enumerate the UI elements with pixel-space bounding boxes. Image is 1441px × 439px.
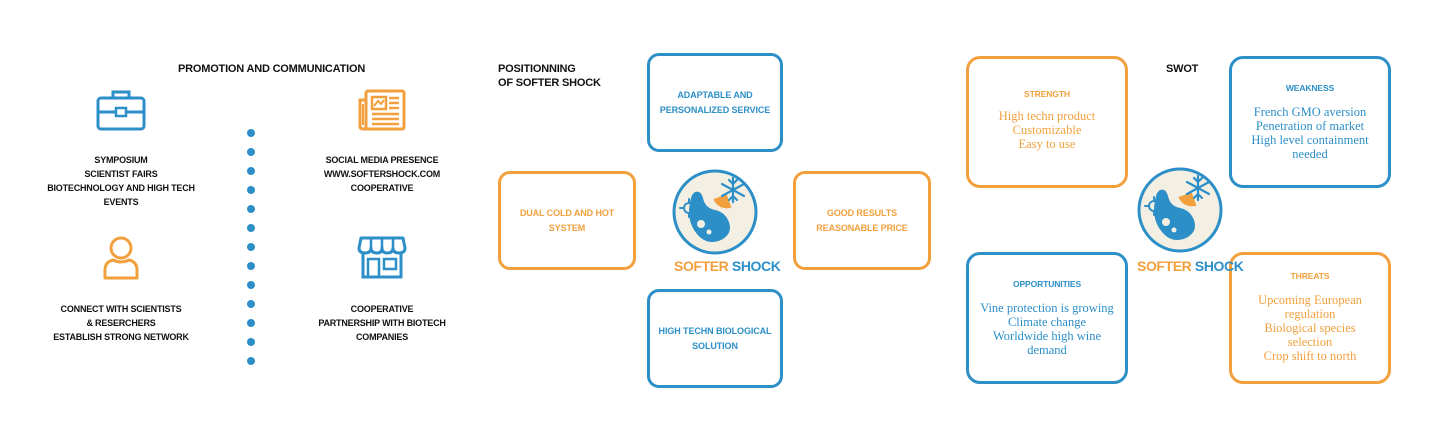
box-line: HIGH TECHN BIOLOGICAL — [658, 325, 772, 336]
swot-line: Vine protection is growing — [980, 301, 1114, 315]
caption-line: BIOTECHNOLOGY AND HIGH TECH EVENTS — [47, 183, 195, 207]
swot-line: High techn product — [998, 109, 1096, 123]
logo-word-shock: SHOCK — [1194, 258, 1244, 274]
swot-title: SWOT — [1166, 63, 1199, 75]
positioning-left-box: DUAL COLD AND HOT SYSTEM — [498, 171, 636, 270]
newspaper-icon — [358, 89, 406, 131]
separator-dot — [247, 338, 255, 346]
caption-line: SYMPOSIUM — [94, 155, 148, 165]
swot-line: Penetration of market — [1255, 119, 1365, 133]
separator-dot — [247, 243, 255, 251]
box-line: ADAPTABLE AND — [677, 89, 753, 100]
separator-dot — [247, 300, 255, 308]
briefcase-icon — [96, 90, 146, 131]
swot-line: Crop shift to north — [1263, 349, 1357, 363]
swot-line: High level containment — [1251, 133, 1369, 147]
swot-opportunities-box: OPPORTUNITIES Vine protection is growing… — [966, 252, 1128, 384]
swot-line: Climate change — [1007, 315, 1087, 329]
swot-line: regulation — [1284, 307, 1336, 321]
promotion-title: PROMOTION AND COMMUNICATION — [178, 63, 366, 75]
caption-line: CONNECT WITH SCIENTISTS — [60, 304, 182, 314]
caption-line: PARTNERSHIP WITH BIOTECH — [318, 318, 446, 328]
box-line: PERSONALIZED SERVICE — [659, 104, 771, 115]
swot-strength-title: STRENGTH — [1024, 89, 1070, 99]
swot-threats-box: THREATS Upcoming European regulation Bio… — [1229, 252, 1391, 384]
separator-dot — [247, 205, 255, 213]
softer-shock-logo-icon — [1137, 167, 1223, 253]
swot-line: needed — [1292, 147, 1328, 161]
swot-strength-box: STRENGTH High techn product Customizable… — [966, 56, 1128, 188]
caption-line: ESTABLISH STRONG NETWORK — [53, 332, 189, 342]
swot-opportunities-body: Vine protection is growing Climate chang… — [969, 301, 1125, 357]
swot-weakness-body: French GMO aversion Penetration of marke… — [1232, 105, 1388, 161]
swot-weakness-box: WEAKNESS French GMO aversion Penetration… — [1229, 56, 1391, 188]
swot-line: Customizable — [1012, 123, 1082, 137]
box-line: SOLUTION — [692, 340, 738, 351]
promotion-item-media: SOCIAL MEDIA PRESENCE WWW.SOFTERSHOCK.CO… — [313, 153, 451, 195]
separator-dot — [247, 167, 255, 175]
swot-line: demand — [1027, 343, 1067, 357]
swot-line: Easy to use — [1018, 137, 1076, 151]
positioning-top-box: ADAPTABLE AND PERSONALIZED SERVICE — [647, 53, 783, 152]
logo-wordmark: SOFTER SHOCK — [1137, 258, 1244, 274]
storefront-icon — [357, 236, 407, 279]
swot-threats-title: THREATS — [1290, 271, 1330, 281]
box-line: DUAL COLD AND HOT SYSTEM — [519, 207, 615, 233]
caption-line: SCIENTIST FAIRS — [84, 169, 158, 179]
separator-dot — [247, 319, 255, 327]
separator-dot — [247, 262, 255, 270]
box-line: REASONABLE PRICE — [816, 222, 908, 233]
caption-line: COMPANIES — [355, 332, 409, 342]
caption-line: SOCIAL MEDIA PRESENCE — [325, 155, 439, 165]
swot-line: Upcoming European — [1258, 293, 1362, 307]
person-icon — [103, 236, 139, 280]
caption-line: COOPERATIVE — [350, 304, 414, 314]
logo-wordmark: SOFTER SHOCK — [674, 258, 781, 274]
positioning-title-line: POSITIONNING — [498, 63, 576, 75]
positioning-right-box: GOOD RESULTS REASONABLE PRICE — [793, 171, 931, 270]
box-line: GOOD RESULTS — [826, 207, 898, 218]
swot-line: French GMO aversion — [1253, 105, 1367, 119]
separator-dot — [247, 148, 255, 156]
logo-word-shock: SHOCK — [731, 258, 781, 274]
separator-dot — [247, 357, 255, 365]
swot-threats-body: Upcoming European regulation Biological … — [1232, 293, 1388, 363]
separator-dot — [247, 186, 255, 194]
separator-dot — [247, 224, 255, 232]
promotion-item-events: SYMPOSIUM SCIENTIST FAIRS BIOTECHNOLOGY … — [40, 153, 202, 209]
positioning-title: POSITIONNING OF SOFTER SHOCK — [498, 62, 601, 90]
caption-line: WWW.SOFTERSHOCK.COM — [323, 169, 441, 179]
positioning-title-line: OF SOFTER SHOCK — [498, 77, 601, 89]
swot-line: Biological species — [1264, 321, 1356, 335]
swot-strength-body: High techn product Customizable Easy to … — [969, 109, 1125, 151]
swot-line: Worldwide high wine — [992, 329, 1101, 343]
promotion-item-network: CONNECT WITH SCIENTISTS & RESERCHERS EST… — [50, 302, 192, 344]
caption-line: & RESERCHERS — [86, 318, 156, 328]
promotion-item-partnership: COOPERATIVE PARTNERSHIP WITH BIOTECH COM… — [313, 302, 451, 344]
positioning-bottom-box: HIGH TECHN BIOLOGICAL SOLUTION — [647, 289, 783, 388]
caption-line: COOPERATIVE — [350, 183, 414, 193]
separator-dot — [247, 129, 255, 137]
separator-dot — [247, 281, 255, 289]
swot-line: selection — [1287, 335, 1333, 349]
logo-word-softer: SOFTER — [1137, 258, 1192, 274]
logo-word-softer: SOFTER — [674, 258, 729, 274]
softer-shock-logo-icon — [672, 169, 758, 255]
swot-opportunities-title: OPPORTUNITIES — [1012, 279, 1082, 289]
swot-weakness-title: WEAKNESS — [1285, 83, 1335, 93]
